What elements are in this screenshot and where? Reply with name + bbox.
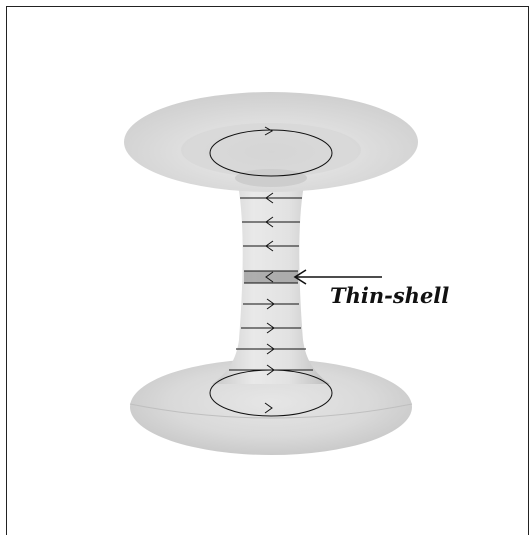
thin-shell-pointer: [295, 270, 382, 284]
thin-shell-band: [244, 271, 298, 283]
top-sheet: [124, 92, 418, 192]
thin-shell-label: Thin-shell: [330, 283, 449, 308]
throat-surface: [212, 185, 330, 384]
